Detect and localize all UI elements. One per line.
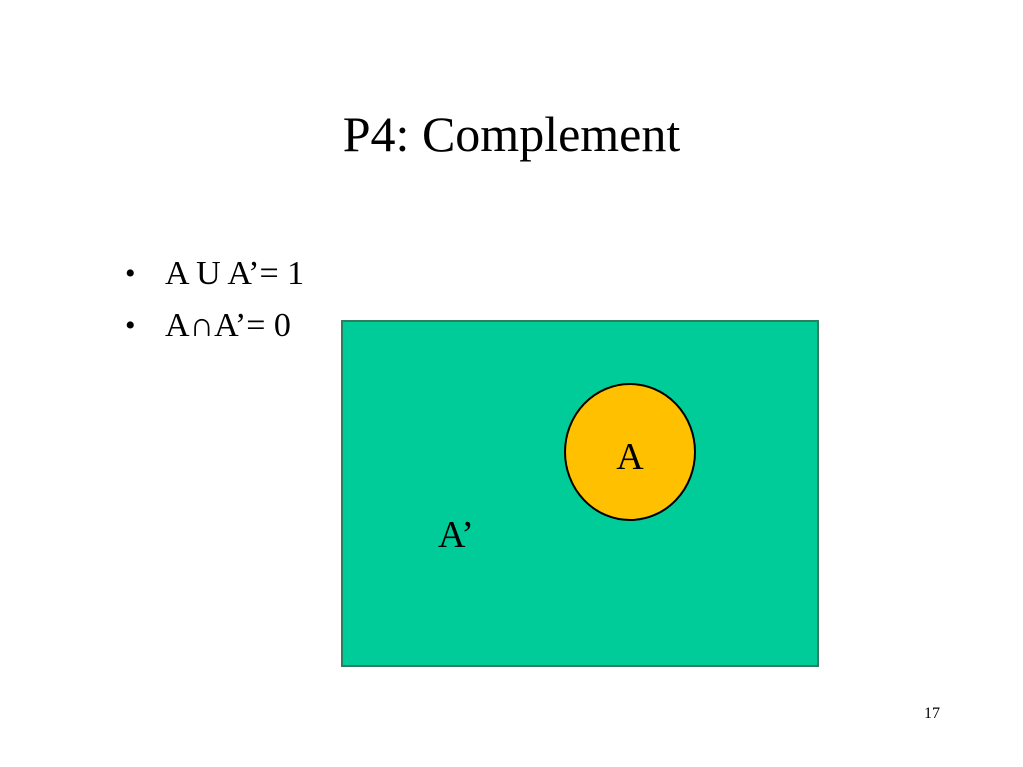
page-number: 17	[924, 705, 940, 722]
set-a-circle	[564, 383, 696, 521]
bullet-item: • A∩A’= 0	[125, 300, 304, 352]
bullet-text: A∩A’= 0	[165, 307, 291, 344]
bullet-text: A U A’= 1	[165, 255, 305, 292]
slide-title: P4: Complement	[342, 106, 681, 162]
bullet-list: • A U A’= 1 • A∩A’= 0	[125, 248, 304, 352]
bullet-item: • A U A’= 1	[125, 248, 304, 300]
bullet-dot-icon: •	[125, 309, 136, 342]
complement-label: A’	[438, 514, 474, 556]
bullet-dot-icon: •	[125, 257, 136, 290]
set-a-label: A	[616, 436, 644, 478]
